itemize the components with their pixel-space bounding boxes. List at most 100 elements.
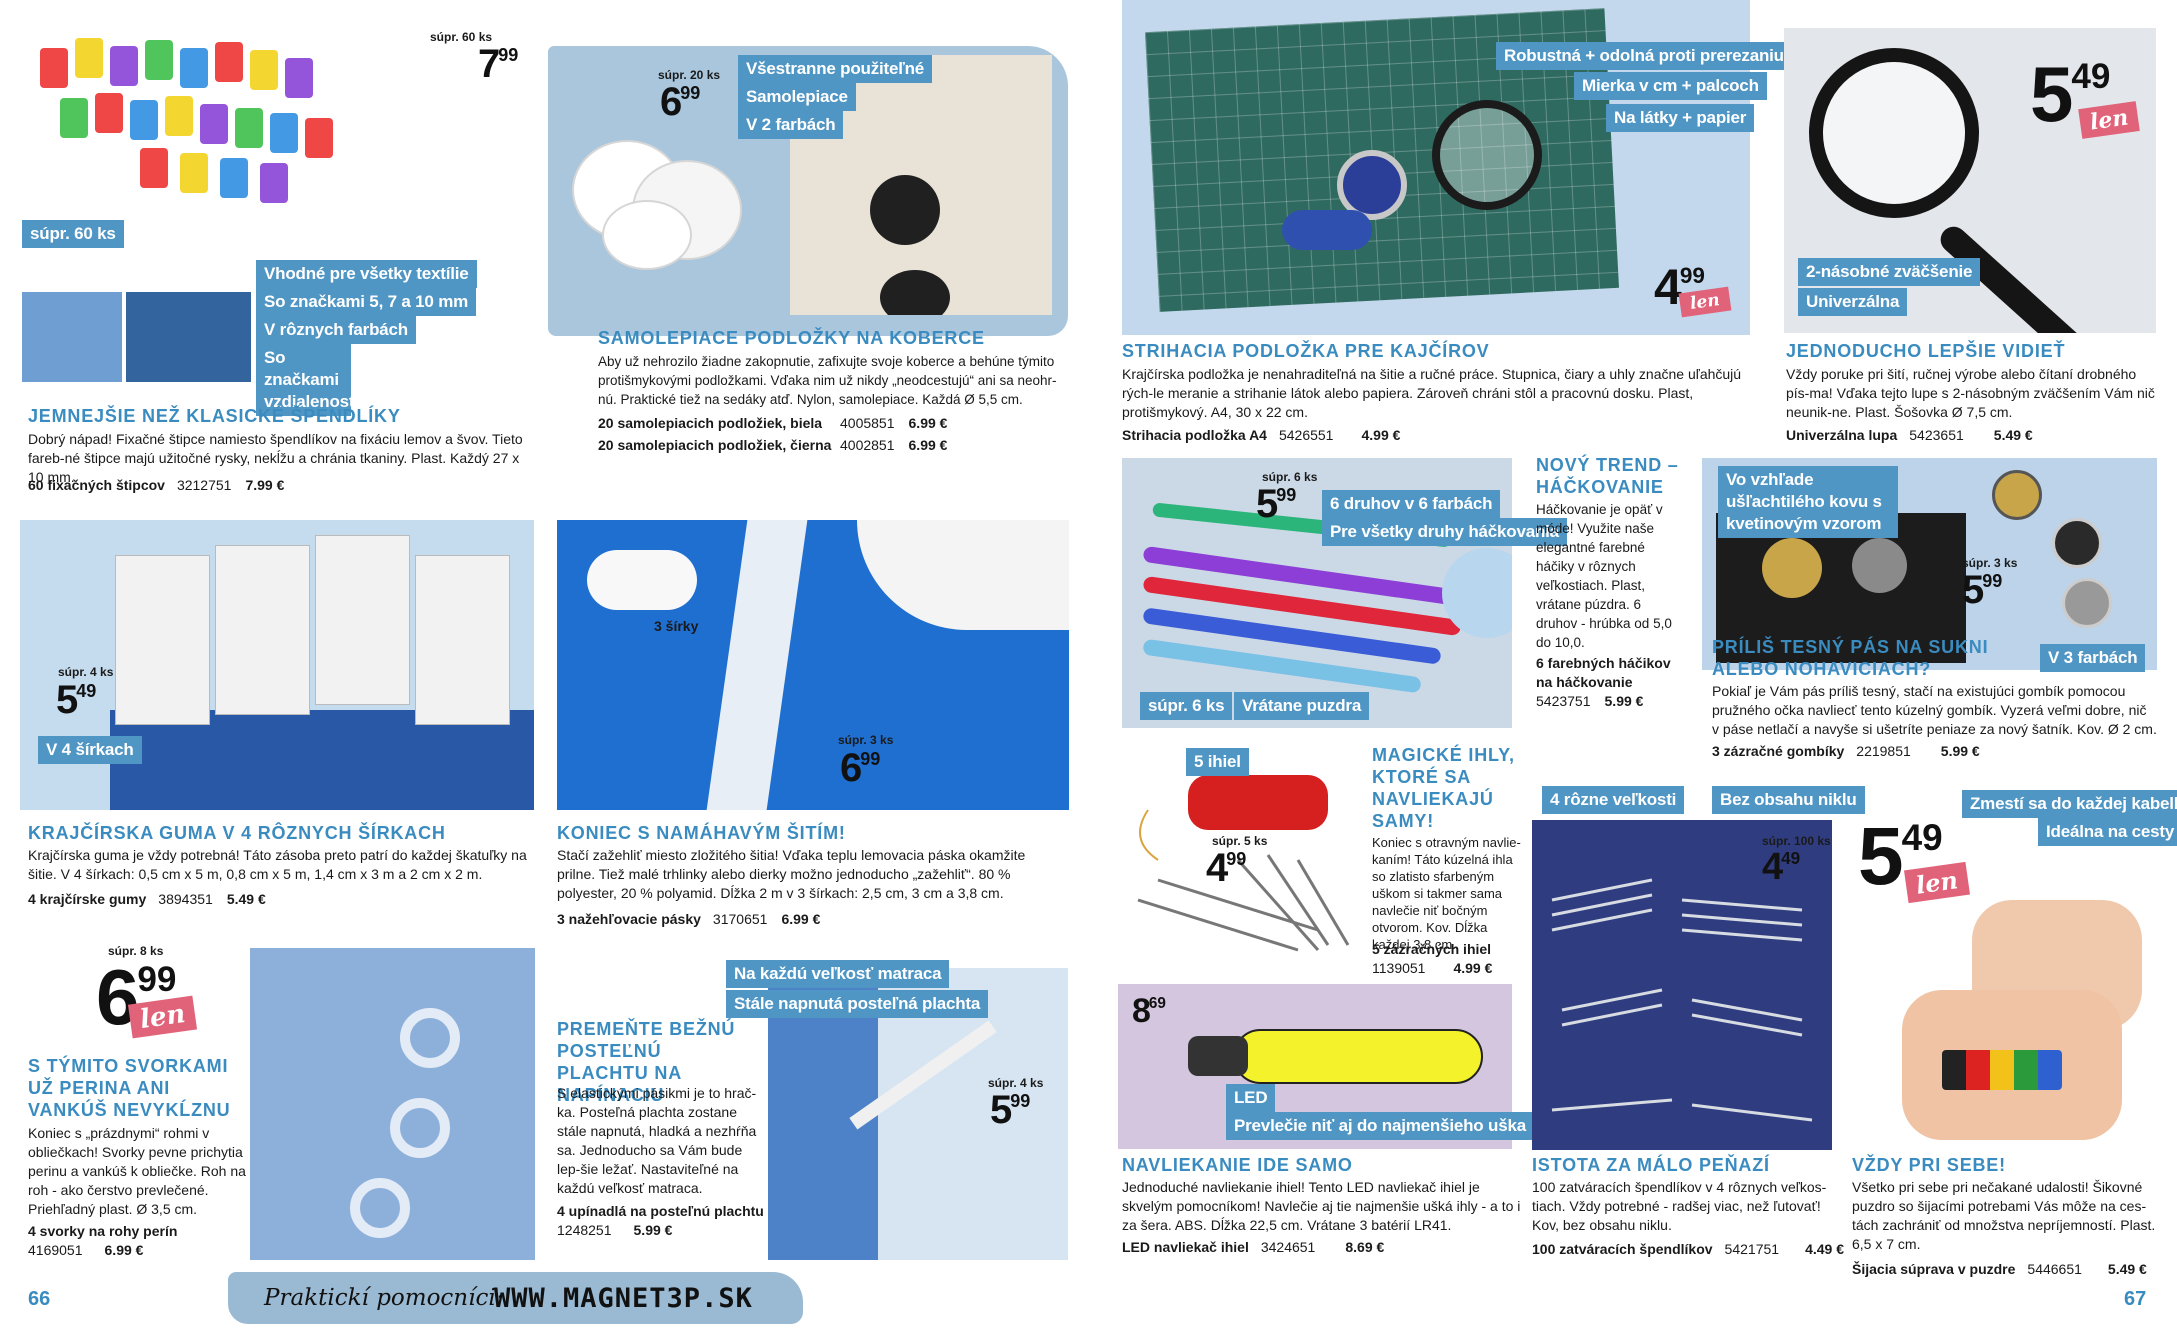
elastic-desc: Krajčírska guma je vždy potrebná! Táto z… (28, 847, 527, 882)
threader-body (1233, 1029, 1483, 1084)
mat-cutter (1337, 150, 1407, 220)
threader-cap (1188, 1036, 1248, 1076)
footer-url[interactable]: WWW.MAGNET3P.SK (494, 1283, 753, 1314)
page-number-right: 67 (2124, 1288, 2147, 1310)
threader-tag-0: LED (1226, 1084, 1276, 1112)
elastic-card-1 (115, 555, 210, 725)
buttons-price-label: súpr. 3 ks (1962, 556, 2018, 570)
needles-desc: Koniec s otravným navlie-kaním! Táto kúz… (1372, 835, 1521, 952)
kit-image (1842, 880, 2172, 1150)
needles-thread-spool (1188, 775, 1328, 830)
sheet-tag-1: Stále napnutá posteľná plachta (726, 990, 989, 1018)
kit-price: 549 (1858, 811, 1943, 902)
hem-desc: Stačí zažehliť miesto zložitého šitia! V… (557, 847, 1026, 901)
magnifier-price: 549 (2030, 50, 2111, 138)
duvet-price: 699 (96, 953, 177, 1041)
buttons-gold (1762, 538, 1822, 598)
pins-price-label: súpr. 100 ks (1762, 834, 1831, 848)
hem-image (557, 520, 1069, 810)
crochet-price-label: súpr. 6 ks (1262, 470, 1318, 484)
clips-illustration (40, 38, 333, 203)
needles-illustration (1137, 809, 1350, 952)
sheet-price: 599 (990, 1088, 1031, 1132)
magnifier-title: JEDNODUCHO LEPŠIE VIDIEŤ (1786, 341, 2066, 361)
mat-title: STRIHACIA PODLOŽKA PRE KAJČÍROV (1122, 341, 1490, 361)
clips-tag-4: So značkami vzdialenosti (256, 344, 359, 416)
clips-tag-3: V rôznych farbách (256, 316, 416, 344)
crochet-tag-1: Pre všetky druhy háčkovania (1322, 518, 1567, 546)
buttons-tag-1: V 3 farbách (2040, 644, 2146, 672)
kit-title: VŽDY PRI SEBE! (1852, 1155, 2006, 1175)
clips-price-label: súpr. 60 ks (430, 30, 493, 44)
elastic-price: 549 (56, 678, 97, 722)
duvet-image (250, 948, 535, 1260)
pads-tag-1: Samolepiace (738, 83, 856, 111)
pads-title: SAMOLEPIACE PODLOŽKY NA KOBERCE (598, 328, 985, 348)
buttons-silver (1852, 538, 1907, 593)
mat-magnifier-lens (1432, 100, 1542, 210)
kit-tag-1: Ideálna na cesty (2038, 818, 2177, 846)
clips-detail-image-1 (22, 292, 122, 382)
pins-title: ISTOTA ZA MÁLO PEŇAZÍ (1532, 1155, 1770, 1175)
hem-iron (857, 520, 1069, 630)
crochet-title: NOVÝ TREND – HÁČKOVANIE (1536, 455, 1679, 497)
crochet-image (1122, 458, 1512, 728)
crochet-tag-2: súpr. 6 ks (1140, 692, 1233, 720)
hem-title: KONIEC S NAMÁHAVÝM ŠITÍM! (557, 823, 846, 843)
pads-price: 699 (660, 80, 701, 124)
threader-desc: Jednoduché navliekanie ihiel! Tento LED … (1122, 1179, 1521, 1233)
clips-tag-1: Vhodné pre všetky textílie (256, 260, 477, 288)
kit-tag-0: Zmestí sa do každej kabelky (1962, 790, 2177, 818)
threader-price: 869 (1132, 992, 1166, 1030)
duvet-desc: Koniec s „prázdnymi“ rohmi v obliečkach!… (28, 1125, 246, 1217)
needles-price: 499 (1206, 846, 1247, 890)
pins-desc: 100 zatváracích špendlíkov v 4 rôznych v… (1532, 1179, 1827, 1233)
pins-illustration (1551, 878, 1813, 1122)
elastic-price-label: súpr. 4 ks (58, 665, 114, 679)
mat-tag-0: Robustná + odolná proti prerezaniu (1496, 42, 1792, 70)
pins-price: 449 (1762, 846, 1801, 888)
clips-desc: Dobrý nápad! Fixačné štipce namiesto špe… (28, 431, 523, 485)
clips-image (20, 18, 370, 213)
mat-tag-1: Mierka v cm + palcoch (1574, 72, 1767, 100)
kit-thread-colors (1942, 1050, 2062, 1090)
pads-desc: Aby už nehrozilo žiadne zakopnutie, zafi… (598, 354, 1057, 407)
pads-white-pads (562, 130, 782, 280)
elastic-card-3 (315, 535, 410, 705)
hem-tape (706, 520, 808, 810)
crochet-tag-0: 6 druhov v 6 farbách (1322, 490, 1501, 518)
mat-scissors (1282, 210, 1372, 250)
sheet-title: PREMEŇTE BEŽNÚ POSTEĽNÚ PLACHTU NA NAPÍN… (557, 1019, 736, 1105)
crochet-price: 599 (1256, 482, 1297, 526)
mat-desc: Krajčírska podložka je nenahraditeľná na… (1122, 366, 1742, 420)
needles-price-label: súpr. 5 ks (1212, 834, 1268, 848)
mat-price: 499 (1654, 259, 1705, 315)
footer-slogan: Praktickí pomocníci: (264, 1285, 504, 1311)
duvet-title: S TÝMITO SVORKAMI UŽ PERINA ANI VANKÚŠ N… (28, 1056, 231, 1120)
magnifier-lens (1809, 48, 1979, 218)
pads-tag-0: Všestranne použiteľné (738, 55, 933, 83)
elastic-tag-0: V 4 šírkach (38, 736, 142, 764)
hem-image-label: 3 šírky (654, 618, 699, 634)
needles-title: MAGICKÉ IHLY, KTORÉ SA NAVLIEKAJÚ SAMY! (1372, 745, 1515, 831)
elastic-title: KRAJČÍRSKA GUMA V 4 RÔZNYCH ŠÍRKACH (28, 823, 446, 843)
mat-tag-2: Na látky + papier (1606, 104, 1755, 132)
duvet-price-label: súpr. 8 ks (108, 944, 164, 958)
buttons-desc: Pokiaľ je Vám pás príliš tesný, stačí na… (1712, 683, 2157, 737)
buttons-item-2 (2052, 518, 2102, 568)
kit-desc: Všetko pri sebe pri nečakané udalosti! Š… (1852, 1179, 2156, 1252)
pins-tag-1: Bez obsahu niklu (1712, 786, 1865, 814)
clips-tag-2: So značkami 5, 7 a 10 mm (256, 288, 477, 316)
clips-tag-0: súpr. 60 ks (22, 220, 124, 248)
needles-image (1118, 750, 1368, 960)
